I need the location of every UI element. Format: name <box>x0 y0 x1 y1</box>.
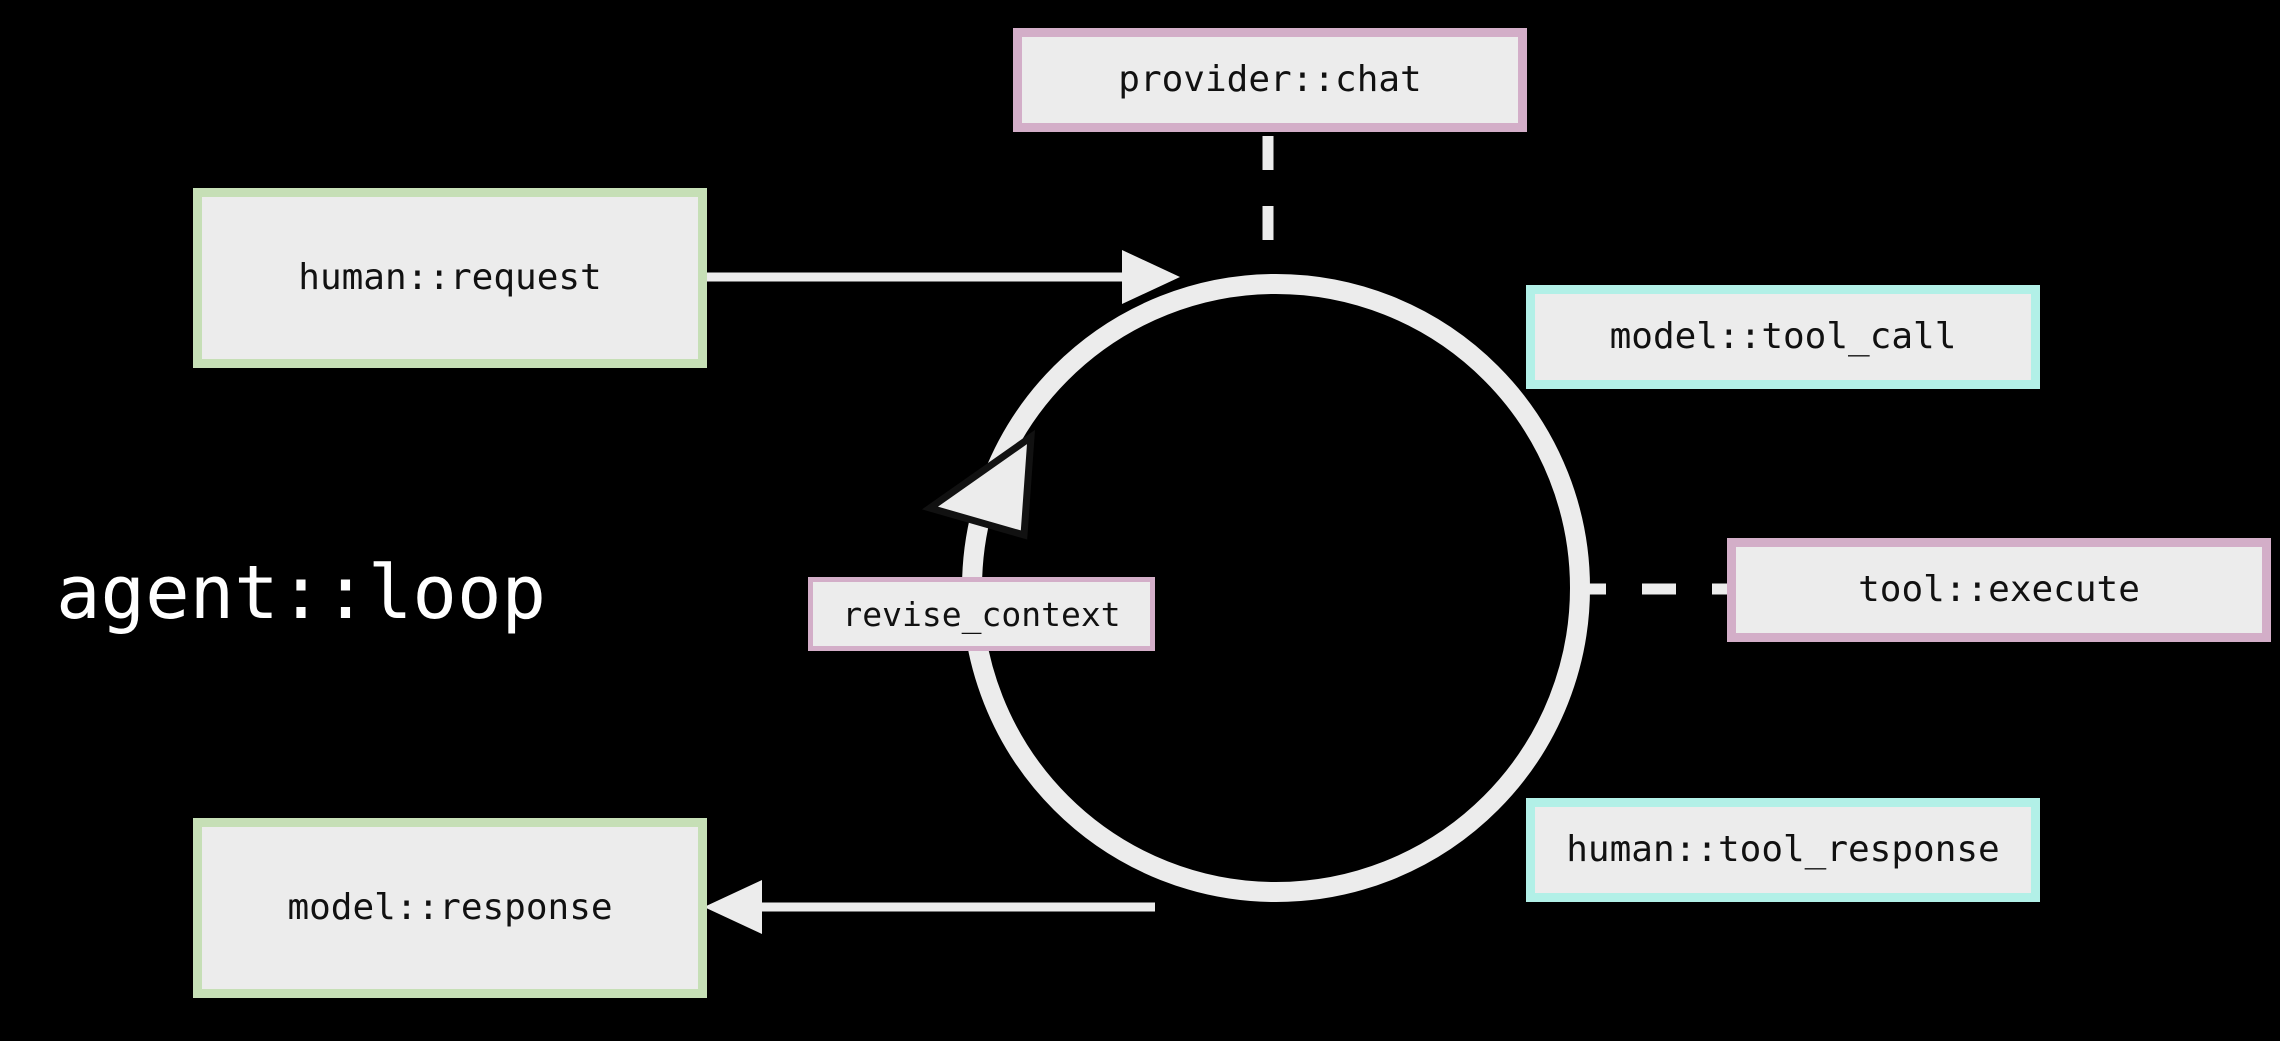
node-human-request-label: human::request <box>298 257 602 298</box>
node-tool-execute-label: tool::execute <box>1858 569 2140 610</box>
page-title: agent::loop <box>56 550 547 636</box>
node-human-tool-response[interactable]: human::tool_response <box>1526 798 2040 902</box>
node-model-response-label: model::response <box>287 887 613 928</box>
node-human-tool-response-label: human::tool_response <box>1566 829 2000 870</box>
node-provider-chat-label: provider::chat <box>1118 59 1422 100</box>
node-revise-context[interactable]: revise_context <box>808 577 1155 651</box>
node-human-request[interactable]: human::request <box>193 188 707 368</box>
node-revise-context-label: revise_context <box>842 594 1121 634</box>
node-provider-chat[interactable]: provider::chat <box>1013 28 1527 132</box>
loop-arrowhead <box>922 429 1036 540</box>
node-model-response[interactable]: model::response <box>193 818 707 998</box>
node-model-tool-call[interactable]: model::tool_call <box>1526 285 2040 389</box>
node-tool-execute[interactable]: tool::execute <box>1727 538 2271 642</box>
node-model-tool-call-label: model::tool_call <box>1609 316 1957 357</box>
edge-loop-to-response <box>704 880 1155 934</box>
edge-request-to-loop <box>707 250 1180 304</box>
